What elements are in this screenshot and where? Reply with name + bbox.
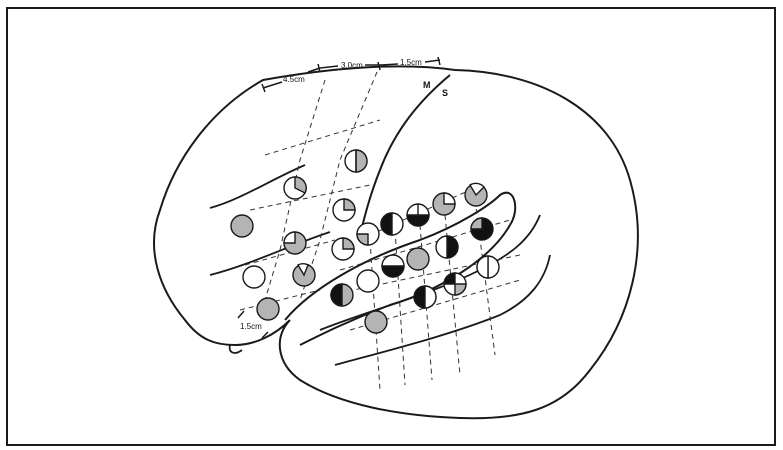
- electrode: [471, 218, 493, 240]
- electrode: [414, 286, 436, 308]
- label-sulcus-s: S: [442, 88, 448, 98]
- label-distance-mid: 3.0cm: [341, 61, 363, 70]
- temporal-sulcus-1: [320, 215, 540, 330]
- electrode: [444, 273, 466, 295]
- electrode: [257, 298, 279, 320]
- electrode: [357, 223, 379, 245]
- electrode: [433, 193, 455, 215]
- label-distance-left: 4.5cm: [283, 75, 305, 84]
- electrode: [331, 284, 353, 306]
- electrode: [407, 248, 429, 270]
- electrode: [333, 199, 355, 221]
- electrode: [365, 311, 387, 333]
- label-distance-lower: 1.5cm: [240, 322, 262, 331]
- label-distance-right: 1.5cm: [400, 58, 422, 67]
- electrode-group: [231, 150, 499, 333]
- electrode: [357, 270, 379, 292]
- electrode: [332, 238, 354, 260]
- brainstem-notch: [230, 345, 242, 353]
- electrode: [243, 266, 265, 288]
- electrode: [284, 232, 306, 254]
- electrode: [477, 256, 499, 278]
- label-sulcus-m: M: [423, 80, 431, 90]
- electrode: [381, 213, 403, 235]
- electrode: [231, 215, 253, 237]
- electrode: [465, 183, 487, 206]
- electrode: [382, 255, 404, 277]
- electrode: [284, 177, 306, 199]
- electrode: [436, 236, 458, 258]
- electrode: [407, 204, 429, 226]
- electrode: [345, 150, 367, 172]
- electrode: [293, 264, 315, 286]
